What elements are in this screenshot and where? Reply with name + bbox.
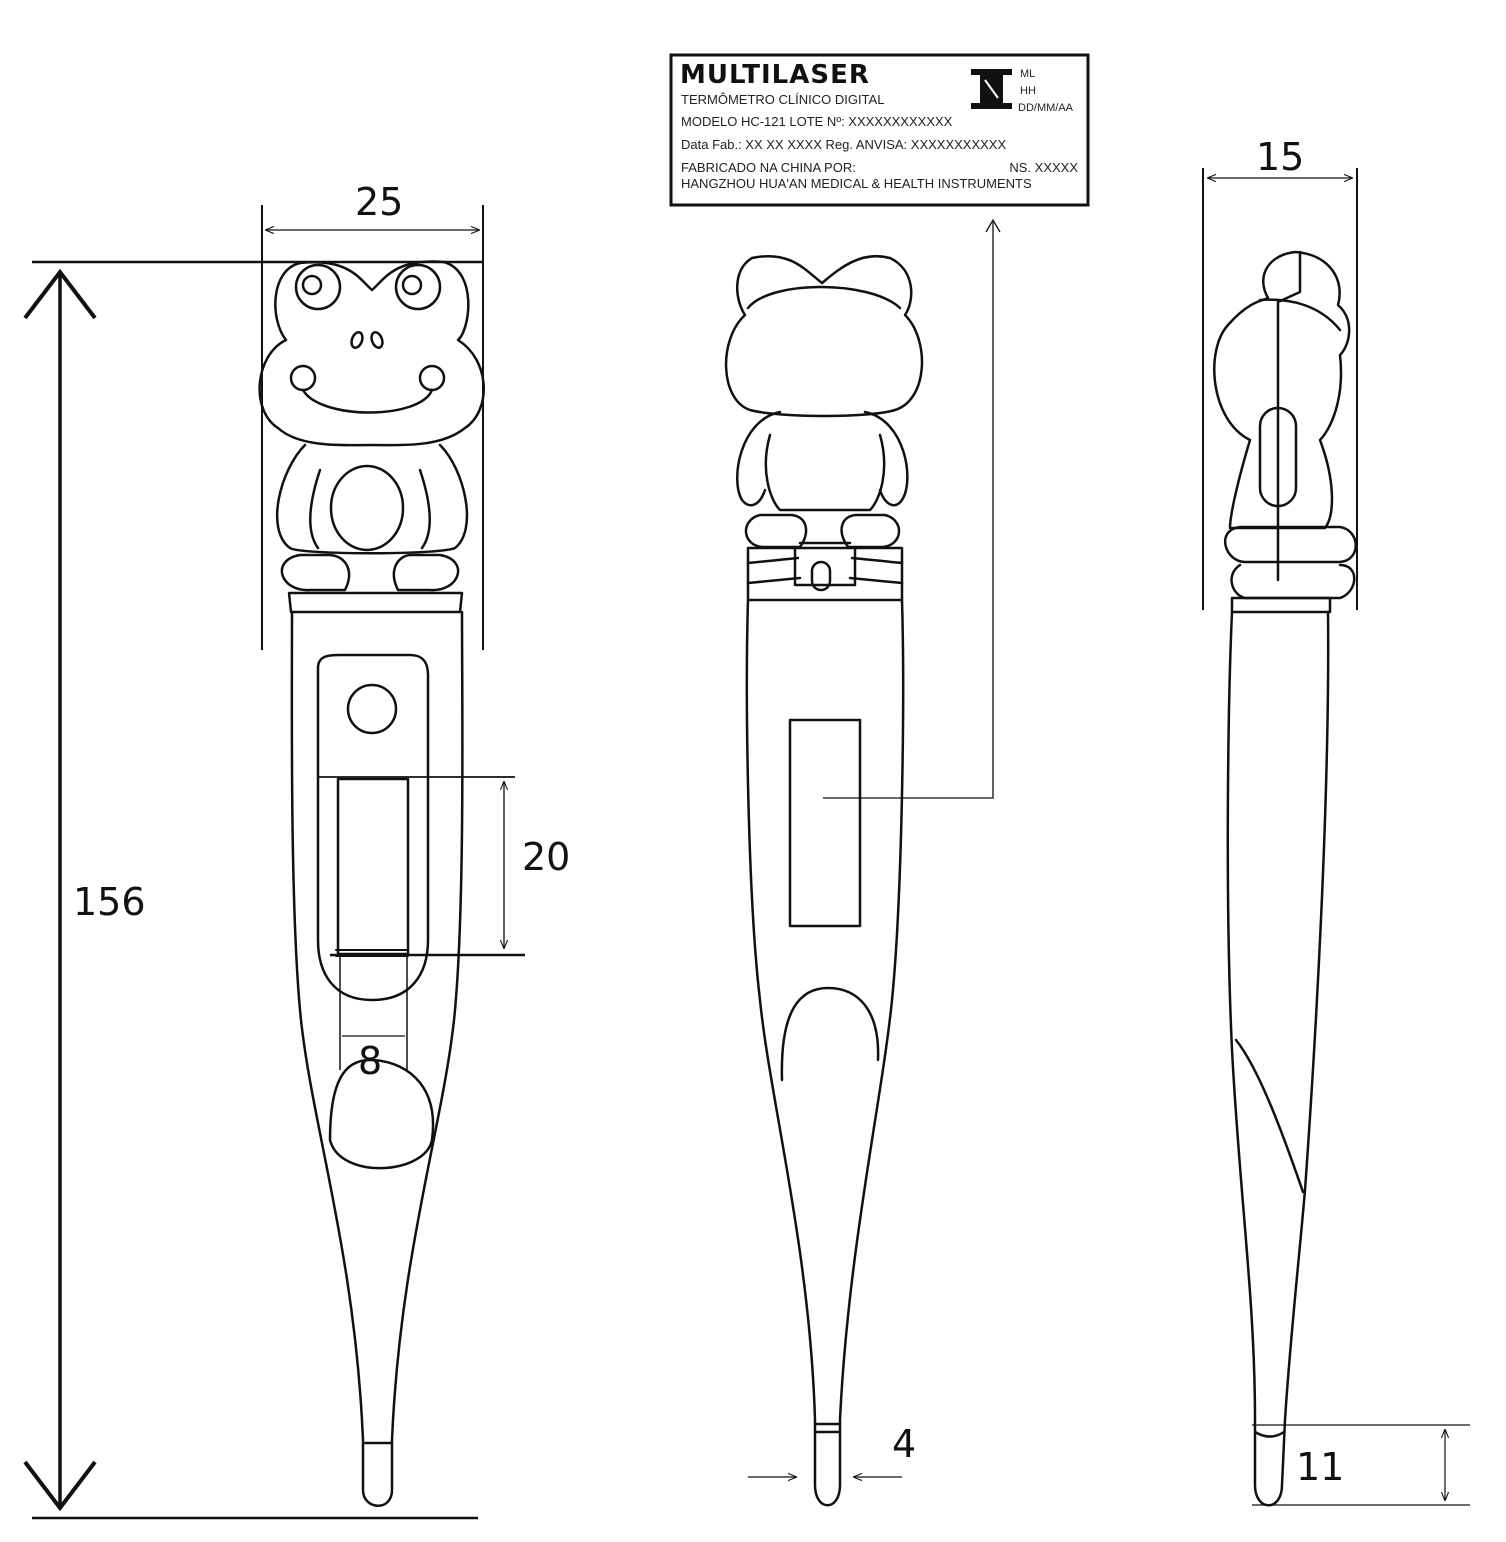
- frog-body: [275, 443, 469, 555]
- certification-mark-icon: [969, 67, 1014, 111]
- thermometer-body-front: [290, 610, 464, 1507]
- dim-display-height: 20: [522, 835, 570, 879]
- frog-eye-left: [294, 263, 342, 311]
- side-view: [1213, 250, 1357, 1507]
- back-label-area: [788, 718, 862, 928]
- label-line-1: TERMÔMETRO CLÍNICO DIGITAL: [681, 92, 884, 107]
- thermometer-body-side: [1226, 610, 1330, 1507]
- label-line-4: FABRICADO NA CHINA POR:: [681, 160, 856, 175]
- clip-slot: [810, 560, 832, 592]
- frog-back-head: [724, 255, 924, 418]
- power-button: [346, 683, 398, 735]
- dim-head-width: 25: [355, 180, 403, 224]
- back-view: [724, 255, 924, 1507]
- dim-total-length: 156: [73, 880, 146, 924]
- label-line-3: Data Fab.: XX XX XXXX Reg. ANVISA: XXXXX…: [681, 137, 1006, 152]
- display-window: [336, 777, 410, 956]
- thermometer-body-back: [745, 598, 905, 1507]
- frog-nostril-left: [350, 331, 364, 349]
- stamp-hh: HH: [1020, 85, 1036, 97]
- front-view: [258, 260, 485, 1507]
- frog-foot-right: [392, 553, 460, 592]
- frog-nostril-right: [370, 331, 384, 349]
- dim-display-width: 8: [358, 1039, 382, 1083]
- frog-foot-left: [280, 553, 351, 592]
- frog-side-head: [1213, 250, 1351, 530]
- frog-belly: [329, 464, 405, 552]
- stamp-date: DD/MM/AA: [1018, 102, 1074, 114]
- frog-eye-right: [394, 263, 442, 311]
- label-ns: NS. XXXXX: [1009, 160, 1078, 175]
- frog-back-body: [736, 410, 909, 512]
- dim-tip-width: 4: [892, 1422, 916, 1466]
- label-line-5: HANGZHOU HUA'AN MEDICAL & HEALTH INSTRUM…: [681, 176, 1032, 191]
- dim-tip-length: 11: [1296, 1445, 1344, 1489]
- product-label: MULTILASER TERMÔMETRO CLÍNICO DIGITAL MO…: [669, 53, 1090, 207]
- side-dimensions: [1202, 168, 1470, 1506]
- frog-smile: [301, 388, 434, 414]
- frog-side-arm: [1258, 406, 1298, 508]
- dim-side-depth: 15: [1256, 135, 1304, 179]
- stamp-ml: ML: [1020, 68, 1035, 80]
- frog-head-outline: [258, 260, 485, 447]
- front-dimensions: [23, 205, 525, 1520]
- label-line-2: MODELO HC-121 LOTE Nº: XXXXXXXXXXXX: [681, 114, 953, 129]
- label-brand: MULTILASER: [680, 60, 870, 90]
